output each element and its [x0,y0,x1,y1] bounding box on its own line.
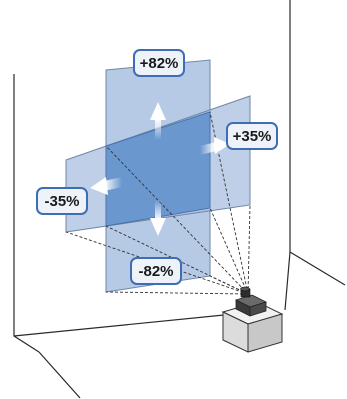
label-down-text: -82% [138,263,173,280]
label-up: +82% [133,49,185,77]
wall-corner-right [289,0,346,286]
label-left-text: -35% [44,193,79,210]
arrow-up-icon [150,102,166,140]
label-up-text: +82% [140,55,179,72]
panel-center-position [105,111,211,227]
label-down: -82% [130,257,182,285]
room-outline [13,0,346,399]
floor-line-right [284,251,291,311]
label-left: -35% [36,187,88,215]
shift-arrows [90,102,230,236]
label-right-text: +35% [233,128,272,145]
floor-line-left [13,314,225,337]
beam-line [209,207,249,295]
wall-floor-edge [38,351,81,399]
projection-beam-lines [65,111,251,295]
beam-line [209,111,249,295]
projector-stand [221,286,284,353]
arrow-right-icon [200,137,230,155]
arrow-left-icon [90,177,122,195]
arrow-down-icon [150,200,166,236]
label-right: +35% [226,122,278,150]
beam-line [105,291,249,295]
beam-line [105,145,249,295]
beam-line [247,204,251,295]
projector-icon [234,286,268,317]
wall-left-edge [13,74,40,353]
projection-panels [65,59,251,293]
